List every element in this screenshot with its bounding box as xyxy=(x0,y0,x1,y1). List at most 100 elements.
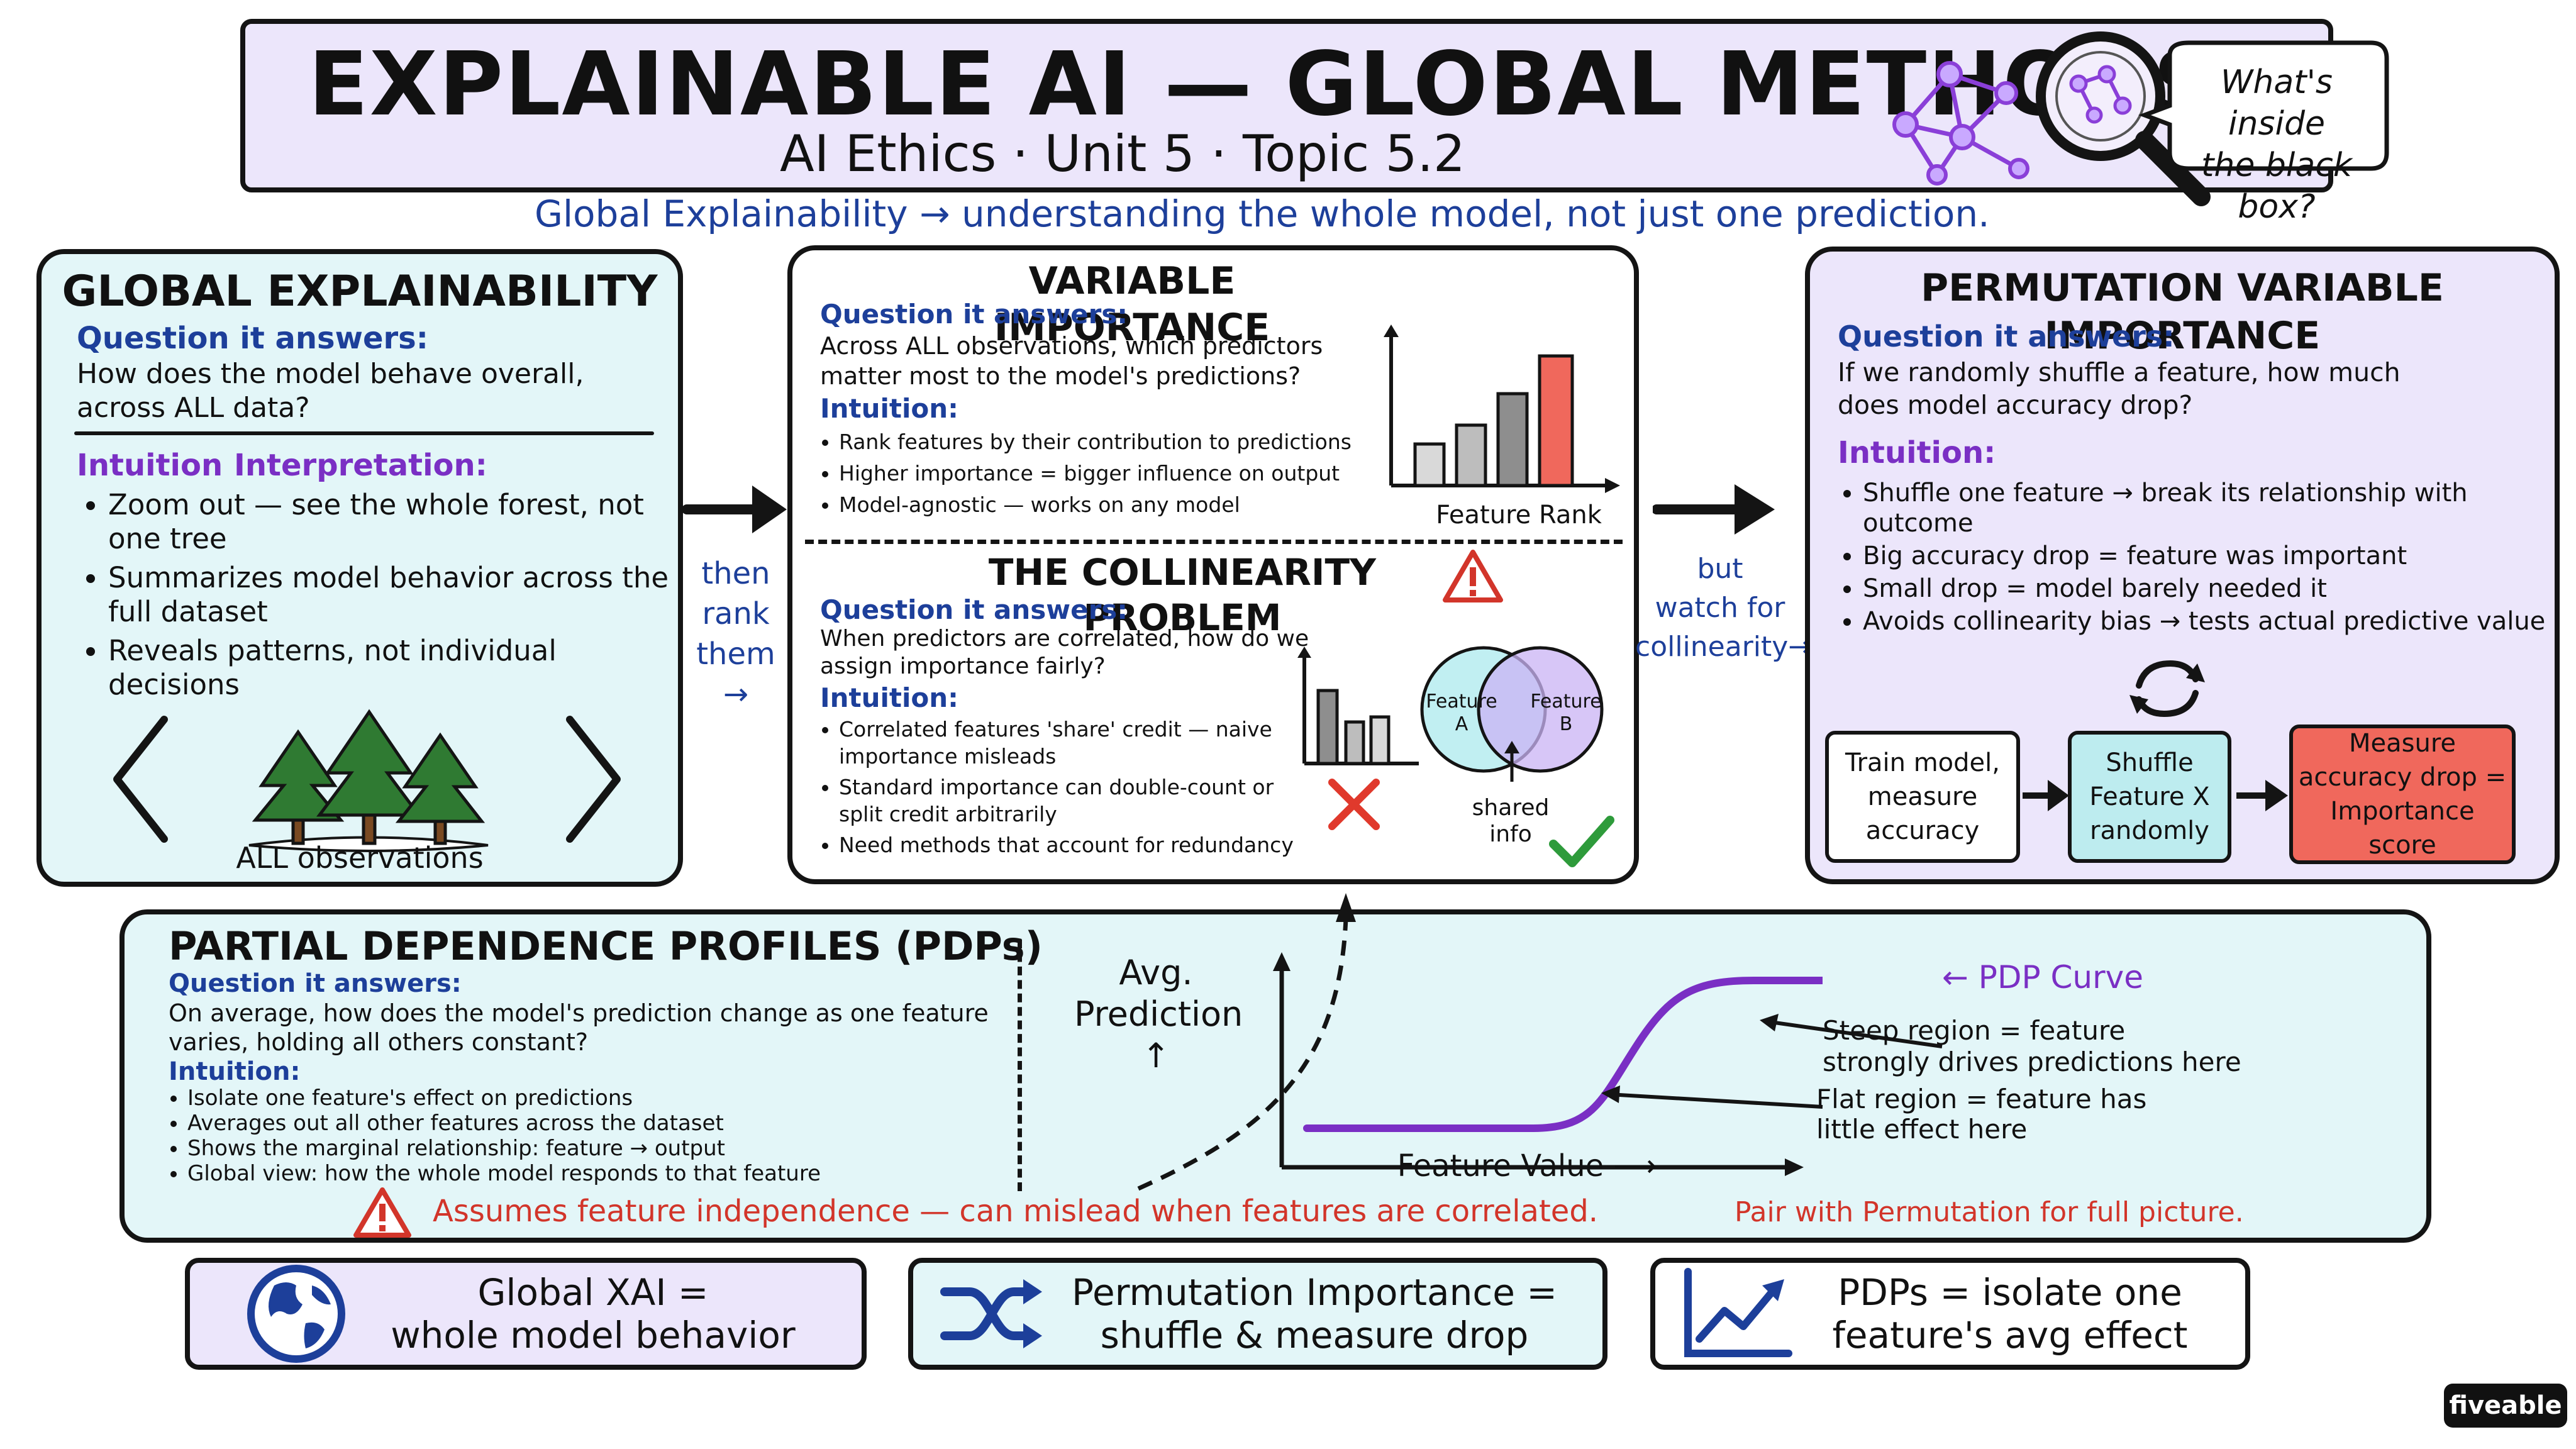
pdp-panel: PARTIAL DEPENDENCE PROFILES (PDPs) Quest… xyxy=(119,909,2431,1243)
arrow-right-icon xyxy=(683,486,787,533)
vi-intuition-label: Intuition: xyxy=(820,393,958,424)
page-title: EXPLAINABLE AI — GLOBAL METHODS xyxy=(308,33,2218,136)
forest-illustration xyxy=(113,709,621,852)
connector-then-rank: then rank them → xyxy=(696,556,775,712)
connector-watch-collinearity: but watch for collinearity→ xyxy=(1635,553,1812,663)
step-shuffle-feature: Shuffle Feature X randomly xyxy=(2068,731,2231,863)
perm-bullets: Shuffle one feature → break its relation… xyxy=(1838,478,2555,641)
speech-bubble-shape xyxy=(2138,40,2389,171)
col-question-label: Question it answers: xyxy=(820,594,1128,625)
list-item: Shows the marginal relationship: feature… xyxy=(187,1136,1043,1161)
tree-icon xyxy=(395,732,486,845)
global-explainability-panel: GLOBAL EXPLAINABILITY Question it answer… xyxy=(36,249,683,887)
list-item: Avoids collinearity bias → tests actual … xyxy=(1863,606,2555,636)
magnifier-icon xyxy=(2036,31,2211,206)
summary-permutation-text: Permutation Importance = shuffle & measu… xyxy=(1072,1271,1557,1357)
tree-icon xyxy=(252,729,345,845)
flat-note-arrow xyxy=(1601,1085,1823,1109)
pdp-curve xyxy=(1303,977,1823,1132)
warning-icon xyxy=(1443,550,1503,602)
pdp-curve-label: ← PDP Curve xyxy=(1942,959,2143,996)
speech-bubble: What's inside the black box? xyxy=(2201,64,2352,226)
summary-global-text: Global XAI = whole model behavior xyxy=(391,1271,796,1357)
list-item: Big accuracy drop = feature was importan… xyxy=(1863,541,2555,571)
perm-question-text: If we randomly shuffle a feature, how mu… xyxy=(1838,357,2401,420)
steep-note-arrow xyxy=(1760,1014,1943,1048)
chevron-left-icon xyxy=(113,716,168,843)
global-interpretation-label: Interpretation: xyxy=(234,448,487,483)
list-item: Summarizes model behavior across the ful… xyxy=(108,561,674,629)
list-item: Averages out all other features across t… xyxy=(187,1111,1043,1136)
check-icon xyxy=(1549,816,1614,867)
col-intuition-label: Intuition: xyxy=(820,682,958,713)
venn-feature-a: Feature A xyxy=(1426,691,1497,735)
global-question-label: Question it answers: xyxy=(77,321,428,356)
flat-region-note: Flat region = feature has little effect … xyxy=(1816,1084,2147,1145)
feature-rank-label: Feature Rank xyxy=(1436,501,1602,530)
tagline: Global Explainability → understanding th… xyxy=(535,192,1990,235)
step-train-model: Train model, measure accuracy xyxy=(1825,731,2020,863)
global-question-text: How does the model behave overall, acros… xyxy=(77,358,584,424)
shuffle-icon xyxy=(940,1279,1042,1348)
global-title: GLOBAL EXPLAINABILITY xyxy=(62,267,658,316)
list-item: Global view: how the whole model respond… xyxy=(187,1161,1043,1186)
pdp-warning: Assumes feature independence — can misle… xyxy=(433,1194,1599,1229)
bar xyxy=(1413,442,1446,487)
warning-icon xyxy=(353,1187,411,1238)
permutation-importance-panel: PERMUTATION VARIABLE IMPORTANCE Question… xyxy=(1805,247,2560,884)
arrow-right-icon xyxy=(2023,780,2069,811)
shared-info-label: shared info xyxy=(1472,795,1550,847)
col-question-text: When predictors are correlated, how do w… xyxy=(820,626,1309,679)
pdp-y-axis-label: Avg. Prediction ↑ xyxy=(1074,953,1243,1075)
permutation-title: PERMUTATION VARIABLE IMPORTANCE xyxy=(1921,266,2444,358)
network-icon xyxy=(1892,61,2029,186)
pdp-divider xyxy=(1018,940,1022,1191)
list-item: Need methods that account for redundancy xyxy=(839,831,1317,858)
venn-feature-b: Feature B xyxy=(1530,691,1602,735)
pdp-title: PARTIAL DEPENDENCE PROFILES (PDPs) xyxy=(169,923,1043,969)
feature-rank-chart xyxy=(1384,325,1620,493)
bar xyxy=(1344,720,1365,765)
page-subtitle: AI Ethics · Unit 5 · Topic 5.2 xyxy=(780,125,1465,183)
pdp-bullets: Isolate one feature's effect on predicti… xyxy=(166,1085,1043,1186)
list-item: Small drop = model barely needed it xyxy=(1863,574,2555,604)
bar xyxy=(1538,354,1574,487)
list-item: Standard importance can double-count or … xyxy=(839,774,1317,828)
pdp-x-axis-label: Feature Value ⟶ xyxy=(1397,1148,1657,1184)
observations-label: ALL observations xyxy=(236,841,484,875)
steep-region-note: Steep region = feature strongly drives p… xyxy=(1823,1015,2241,1077)
dashed-arrow-up xyxy=(1137,893,1356,1191)
bar xyxy=(1455,423,1487,487)
variable-importance-title: VARIABLE IMPORTANCE xyxy=(994,259,1270,350)
summary-permutation: Permutation Importance = shuffle & measu… xyxy=(908,1258,1607,1370)
header-banner: EXPLAINABLE AI — GLOBAL METHODS AI Ethic… xyxy=(240,19,2389,226)
brand-logo: fiveable xyxy=(2444,1384,2567,1428)
vi-bullets: Rank features by their contribution to p… xyxy=(818,429,1380,523)
step-measure-drop: Measure accuracy drop = Importance score xyxy=(2289,724,2516,864)
pdp-pair-note: Pair with Permutation for full picture. xyxy=(1735,1196,2244,1228)
split-credit-chart xyxy=(1297,647,1419,765)
vi-question-label: Question it answers: xyxy=(820,299,1128,330)
vi-question-text: Across ALL observations, which predictor… xyxy=(820,332,1323,390)
brand-text: fiveable xyxy=(2449,1391,2562,1420)
tree-icon xyxy=(316,709,422,845)
perm-intuition-label: Intuition: xyxy=(1838,435,1996,470)
list-item: Rank features by their contribution to p… xyxy=(839,429,1380,455)
pdp-intuition-label: Intuition: xyxy=(169,1057,301,1086)
list-item: Reveals patterns, not individual decisio… xyxy=(108,634,674,702)
list-item: Zoom out — see the whole forest, not one… xyxy=(108,488,674,556)
global-bullets: Zoom out — see the whole forest, not one… xyxy=(79,488,674,707)
bar xyxy=(1369,715,1391,765)
list-item: Model-agnostic — works on any model xyxy=(839,492,1380,518)
summary-pdps-text: PDPs = isolate one feature's avg effect xyxy=(1832,1271,2188,1357)
summary-global-xai: Global XAI = whole model behavior xyxy=(185,1258,867,1370)
venn-diagram xyxy=(1420,646,1604,782)
bar xyxy=(1496,392,1529,487)
list-item: Higher importance = bigger influence on … xyxy=(839,460,1380,487)
arrow-right-icon xyxy=(1653,484,1775,535)
perm-question-label: Question it answers: xyxy=(1838,319,2175,353)
collinearity-title: THE COLLINEARITY PROBLEM xyxy=(988,551,1377,639)
summary-pdps: PDPs = isolate one feature's avg effect xyxy=(1650,1258,2250,1370)
pdp-question-text: On average, how does the model's predict… xyxy=(169,999,989,1056)
variable-importance-panel: VARIABLE IMPORTANCE Question it answers:… xyxy=(787,245,1639,884)
